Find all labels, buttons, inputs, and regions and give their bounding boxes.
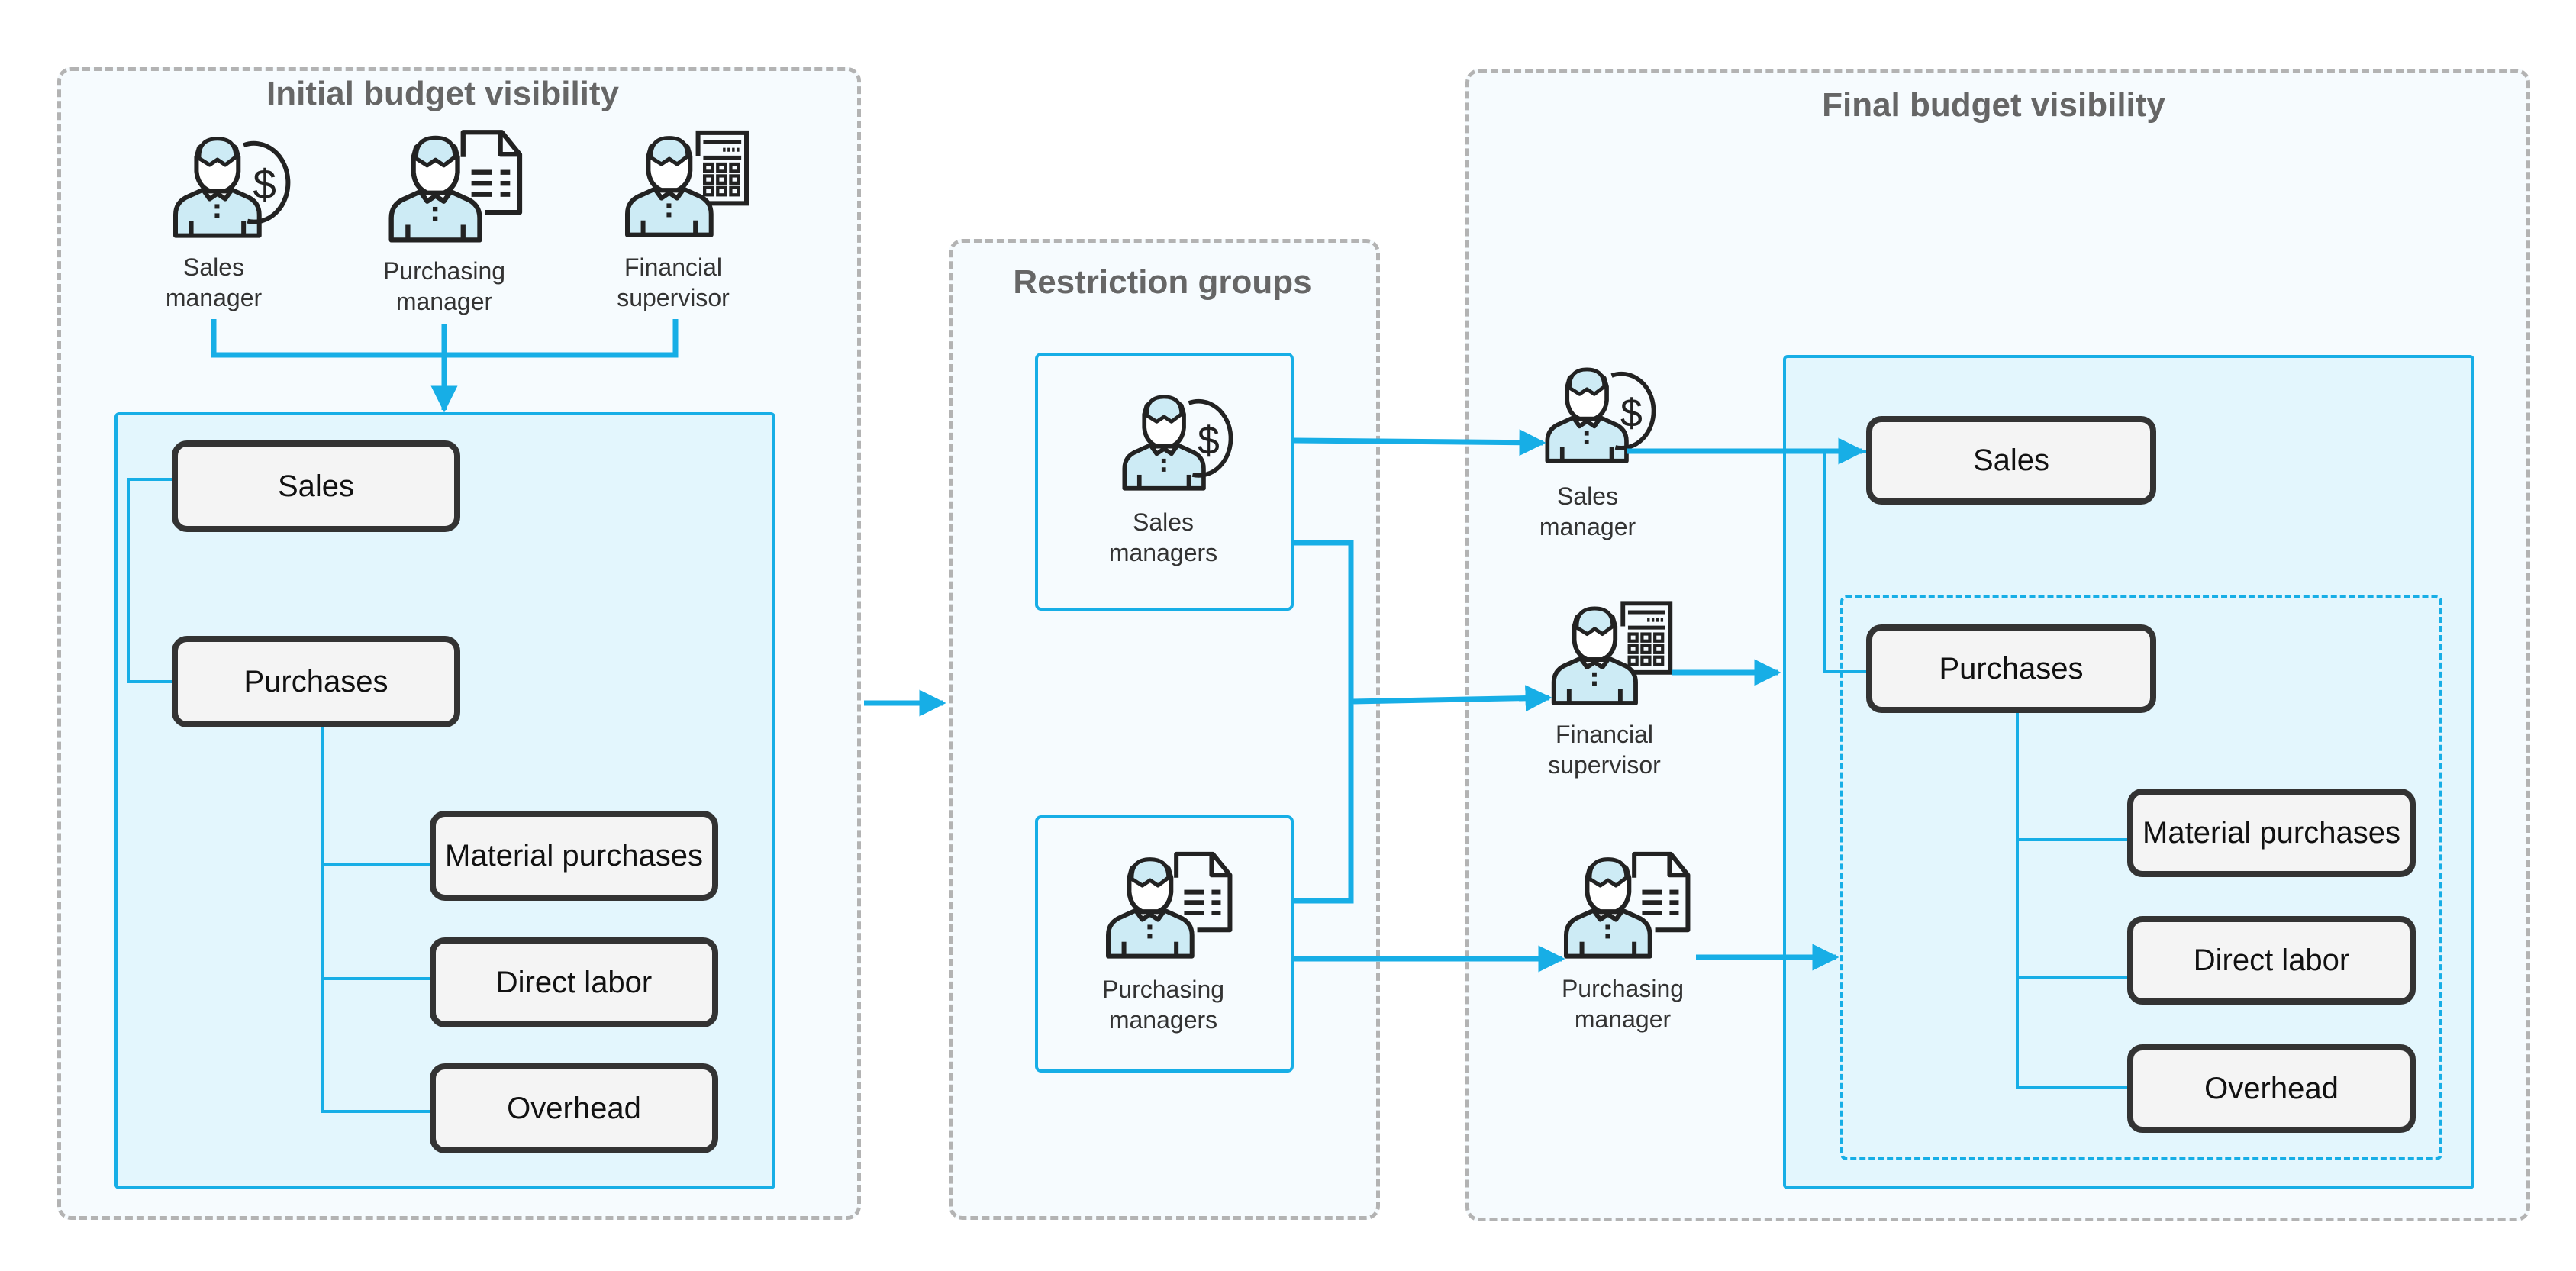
initial-person-label-purchasing-manager: Purchasing manager	[383, 256, 505, 317]
label-line: supervisor	[1548, 751, 1661, 779]
sales-manager-icon	[166, 122, 304, 244]
group-label-purchasing-managers: Purchasing managers	[1102, 974, 1224, 1035]
sales-manager-icon	[1539, 354, 1668, 469]
initial-person-label-financial-supervisor: Financial supervisor	[617, 252, 730, 313]
label-line: manager	[1539, 513, 1636, 540]
initial-person-label-sales-manager: Sales manager	[166, 252, 262, 313]
label-line: Sales	[182, 253, 245, 281]
purchasing-manager-icon	[1557, 843, 1694, 965]
final-node-material-purchases[interactable]: Material purchases	[2127, 789, 2416, 877]
label-line: supervisor	[617, 284, 730, 311]
purchasing-manager-icon	[382, 124, 527, 246]
label-line: Financial	[624, 253, 723, 281]
label-line: Purchasing	[1561, 975, 1685, 1002]
final-person-label-sales-manager: Sales manager	[1539, 481, 1636, 542]
group-label-sales-managers: Sales managers	[1109, 507, 1217, 568]
label-line: manager	[395, 288, 493, 315]
purchasing-manager-icon	[1099, 843, 1236, 965]
financial-supervisor-icon	[618, 122, 756, 243]
initial-node-sales[interactable]: Sales	[172, 440, 460, 532]
label-line: Purchasing	[382, 257, 506, 285]
final-node-purchases[interactable]: Purchases	[1866, 624, 2156, 713]
initial-node-direct-labor[interactable]: Direct labor	[430, 937, 718, 1027]
restriction-groups-title: Restriction groups	[1013, 263, 1312, 301]
sales-manager-icon	[1116, 382, 1246, 496]
final-person-label-purchasing-manager: Purchasing manager	[1562, 973, 1684, 1034]
financial-supervisor-icon	[1545, 592, 1679, 711]
initial-node-purchases[interactable]: Purchases	[172, 636, 460, 727]
initial-visibility-title: Initial budget visibility	[266, 75, 620, 112]
label-line: managers	[1108, 539, 1218, 566]
final-node-sales[interactable]: Sales	[1866, 416, 2156, 505]
label-line: manager	[1574, 1005, 1672, 1033]
initial-node-overhead[interactable]: Overhead	[430, 1063, 718, 1153]
purchases-restricted-area	[1840, 595, 2442, 1160]
initial-node-material-purchases[interactable]: Material purchases	[430, 811, 718, 901]
label-line: Purchasing	[1101, 976, 1225, 1003]
label-line: manager	[165, 284, 263, 311]
initial-budget-container	[114, 412, 775, 1189]
label-line: Financial	[1555, 721, 1654, 748]
label-line: Sales	[1132, 508, 1195, 536]
final-node-overhead[interactable]: Overhead	[2127, 1044, 2416, 1133]
final-visibility-title: Final budget visibility	[1822, 86, 2165, 124]
final-node-direct-labor[interactable]: Direct labor	[2127, 916, 2416, 1005]
final-person-label-financial-supervisor: Financial supervisor	[1548, 719, 1661, 780]
label-line: managers	[1108, 1006, 1218, 1034]
label-line: Sales	[1556, 482, 1619, 510]
